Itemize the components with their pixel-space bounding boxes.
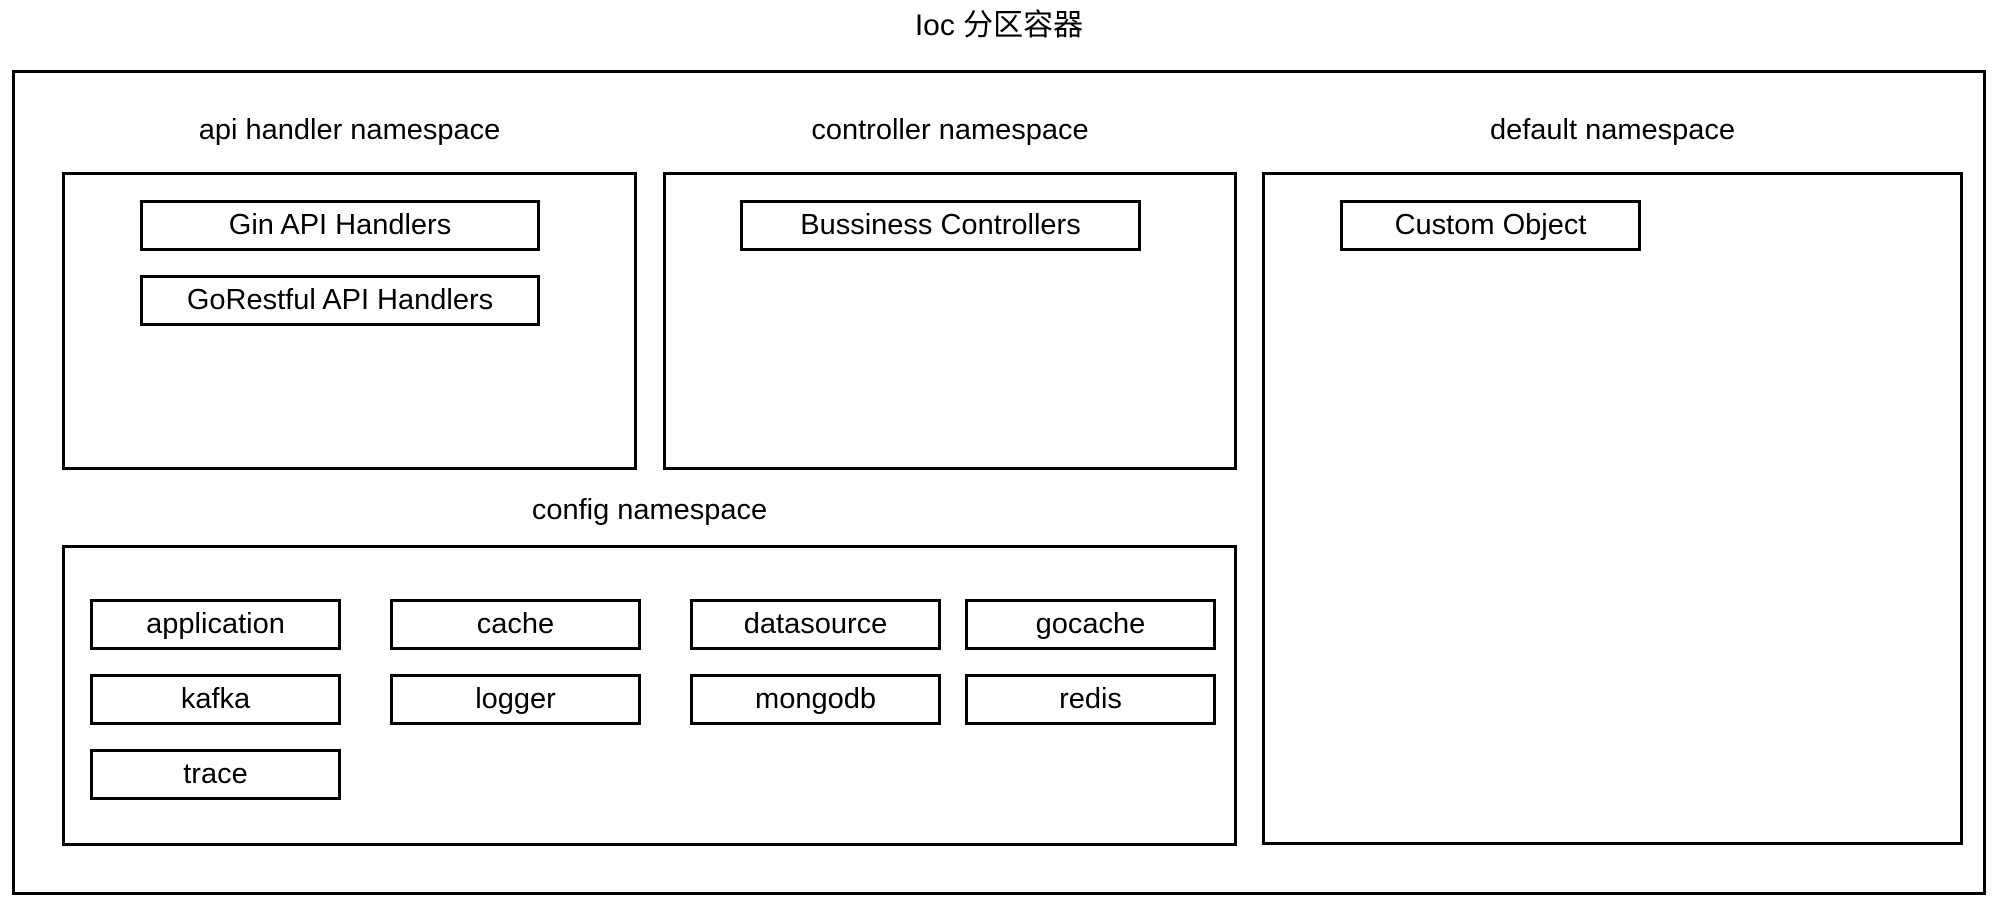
bussiness-controllers-box: Bussiness Controllers: [740, 200, 1141, 251]
gorestful-api-handlers-box: GoRestful API Handlers: [140, 275, 540, 326]
default-namespace-label: default namespace: [1489, 114, 1736, 146]
config-item-kafka: kafka: [90, 674, 341, 725]
config-item-mongodb: mongodb: [690, 674, 941, 725]
config-namespace-label: config namespace: [531, 494, 768, 526]
api-handler-namespace-label: api handler namespace: [198, 114, 501, 146]
controller-namespace-label: controller namespace: [811, 114, 1089, 146]
api-handler-namespace-box: Gin API Handlers GoRestful API Handlers: [62, 172, 637, 470]
config-item-redis: redis: [965, 674, 1216, 725]
gin-api-handlers-box: Gin API Handlers: [140, 200, 540, 251]
config-item-application: application: [90, 599, 341, 650]
config-namespace-box: application cache datasource gocache kaf…: [62, 545, 1237, 846]
config-item-logger: logger: [390, 674, 641, 725]
config-item-cache: cache: [390, 599, 641, 650]
custom-object-box: Custom Object: [1340, 200, 1641, 251]
config-item-gocache: gocache: [965, 599, 1216, 650]
controller-namespace-box: Bussiness Controllers: [663, 172, 1237, 470]
config-item-datasource: datasource: [690, 599, 941, 650]
config-item-trace: trace: [90, 749, 341, 800]
diagram-title: Ioc 分区容器: [914, 9, 1084, 42]
default-namespace-box: Custom Object: [1262, 172, 1963, 845]
